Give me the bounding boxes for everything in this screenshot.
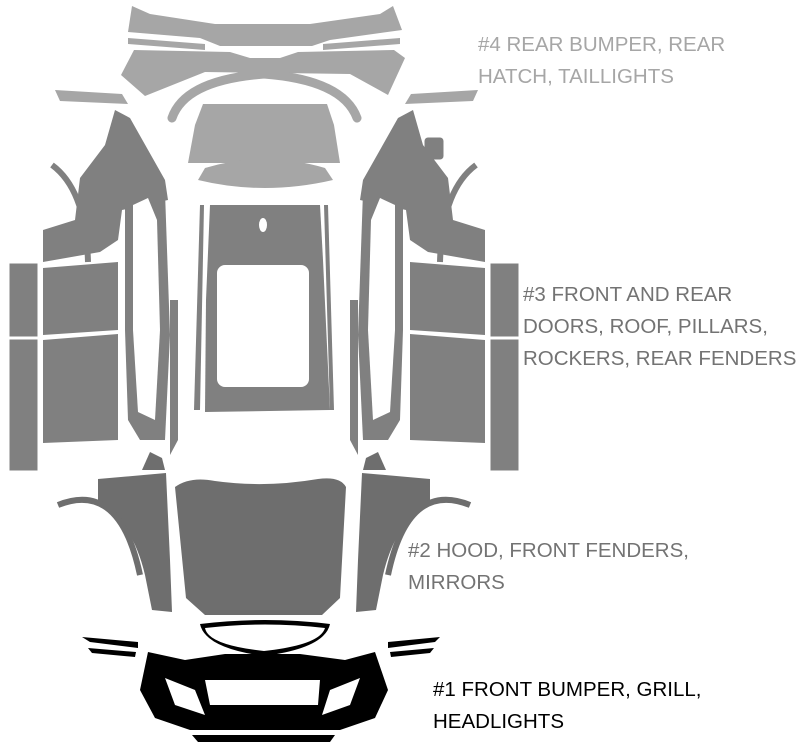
package-2-label: #2 HOOD, FRONT FENDERS, MIRRORS bbox=[408, 535, 689, 599]
hood-parts-group bbox=[56, 452, 472, 615]
package-4-label-line: HATCH, TAILLIGHTS bbox=[478, 65, 674, 88]
taillight-left bbox=[55, 90, 128, 104]
front-parts-group bbox=[82, 620, 440, 742]
side-parts-right bbox=[350, 110, 518, 470]
roof-rail-right bbox=[324, 205, 334, 410]
headlight-left-lower bbox=[88, 648, 136, 657]
roof-antenna-hole bbox=[259, 218, 267, 232]
rocker-left-upper bbox=[9, 263, 38, 337]
rear-bumper-upper-strip bbox=[128, 38, 205, 50]
front-bumper bbox=[140, 652, 388, 730]
mirror-left bbox=[142, 452, 165, 470]
rear-door-left bbox=[43, 262, 118, 335]
rocker-left-lower bbox=[9, 339, 38, 471]
grill-outline bbox=[200, 620, 330, 656]
side-parts-left bbox=[9, 110, 178, 471]
rear-bumper-top-piece bbox=[128, 6, 402, 46]
front-wheel-arch-right bbox=[385, 496, 472, 576]
package-2-label-line: #2 HOOD, FRONT FENDERS, bbox=[408, 539, 689, 562]
rear-spoiler-arc bbox=[167, 69, 362, 123]
wheel-arch-left bbox=[50, 162, 91, 263]
front-door-left bbox=[43, 334, 118, 443]
package-2-label-line: MIRRORS bbox=[408, 571, 505, 594]
sunroof-hole bbox=[217, 265, 309, 387]
rear-bumper-upper-strip bbox=[323, 38, 400, 50]
front-fender-right bbox=[356, 473, 430, 612]
package-4-label-line: #4 REAR BUMPER, REAR bbox=[478, 33, 726, 56]
roof-rail-left bbox=[194, 205, 204, 410]
mirror-right bbox=[363, 452, 386, 470]
roof-group bbox=[194, 205, 334, 412]
fuel-door bbox=[424, 137, 444, 160]
rear-hatch bbox=[188, 104, 340, 163]
front-lip bbox=[192, 735, 335, 742]
headlight-right-upper bbox=[388, 637, 440, 648]
window-hole-left bbox=[133, 198, 160, 420]
hatch-badge-holes bbox=[236, 125, 290, 129]
package-1-label-line: HEADLIGHTS bbox=[433, 710, 564, 733]
package-1-label-line: #1 FRONT BUMPER, GRILL, bbox=[433, 678, 702, 701]
rear-fender-left bbox=[43, 110, 168, 262]
package-3-label-line: DOORS, ROOF, PILLARS, bbox=[523, 315, 768, 338]
package-4-label: #4 REAR BUMPER, REAR HATCH, TAILLIGHTS bbox=[478, 29, 725, 93]
rear-parts-group bbox=[55, 6, 478, 188]
front-fender-left bbox=[98, 473, 172, 612]
package-3-label: #3 FRONT AND REAR DOORS, ROOF, PILLARS, … bbox=[523, 279, 796, 375]
rear-glass bbox=[198, 159, 333, 188]
front-wheel-arch-left bbox=[56, 496, 143, 576]
headlight-right-lower bbox=[390, 648, 434, 657]
rear-bumper-lower bbox=[121, 50, 405, 96]
package-1-label: #1 FRONT BUMPER, GRILL, HEADLIGHTS bbox=[433, 674, 701, 738]
package-3-label-line: #3 FRONT AND REAR bbox=[523, 283, 733, 306]
package-3-label-line: ROCKERS, REAR FENDERS bbox=[523, 347, 797, 370]
headlight-left-upper bbox=[82, 637, 138, 648]
hood-panel bbox=[175, 478, 346, 615]
taillight-right bbox=[405, 90, 478, 104]
a-pillar-left bbox=[170, 300, 178, 455]
